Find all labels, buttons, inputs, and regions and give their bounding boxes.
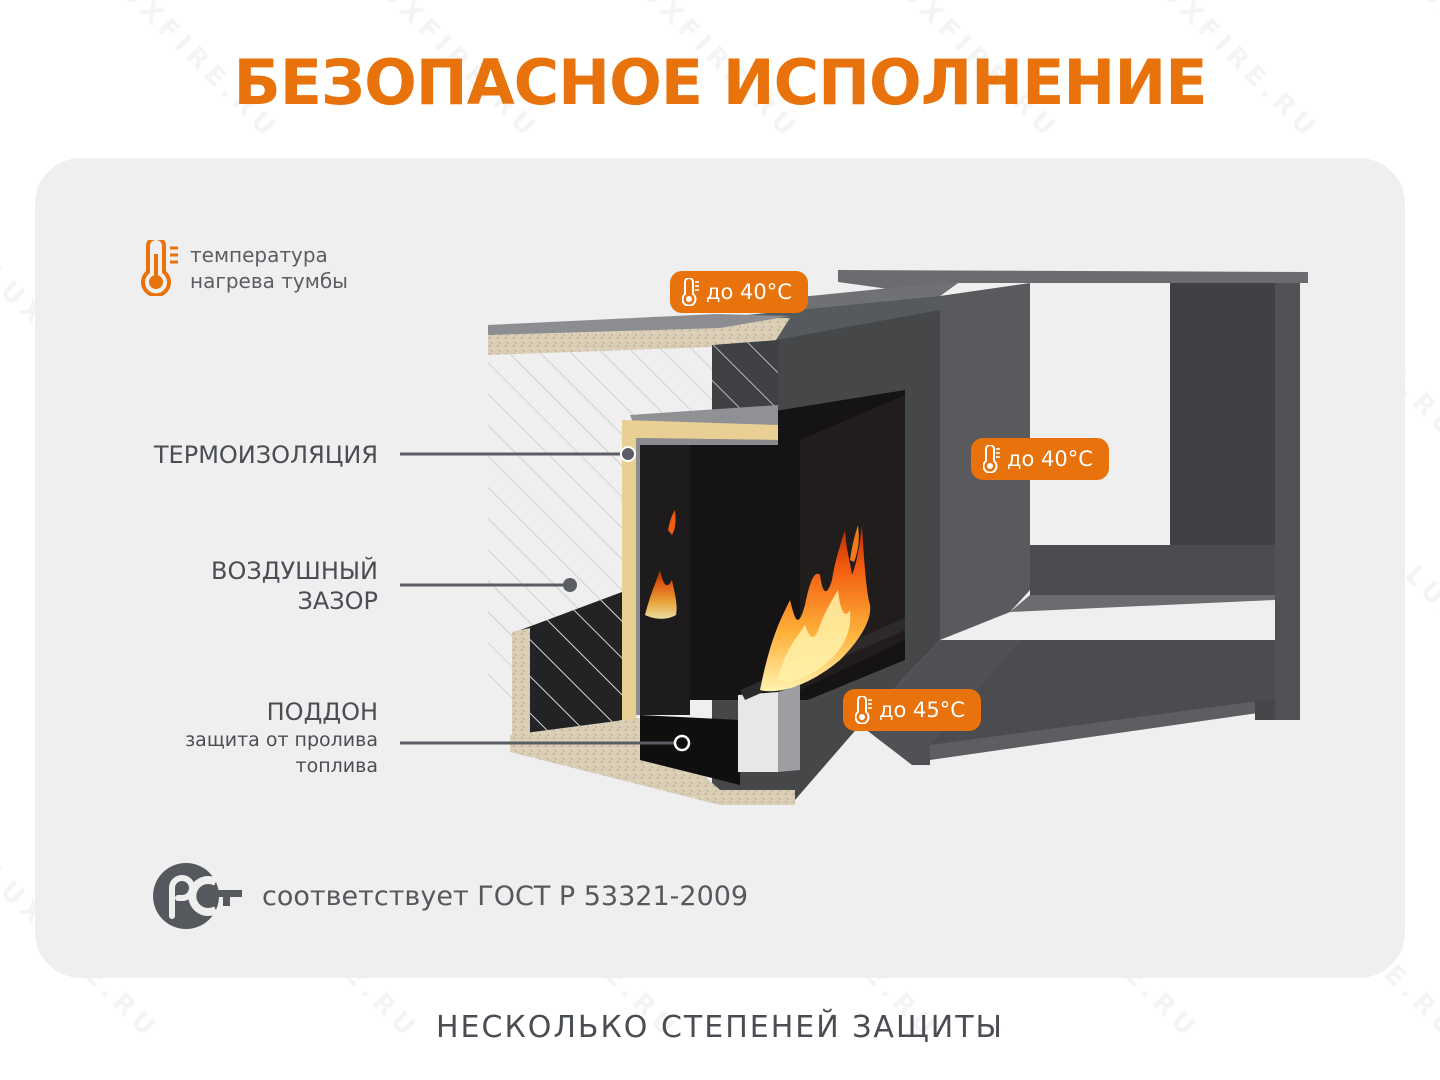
rst-certification-logo — [153, 863, 242, 929]
page-title: БЕЗОПАСНОЕ ИСПОЛНЕНИЕ — [233, 46, 1207, 119]
air-gap-label: ВОЗДУШНЫЙ ЗАЗОР — [211, 556, 378, 616]
tray-label-title: ПОДДОН — [266, 698, 378, 726]
legend-line-1: температура — [190, 243, 328, 267]
temperature-badge-side: до 40°C — [971, 438, 1109, 480]
legend-line-2: нагрева тумбы — [190, 269, 348, 293]
gost-certification: соответствует ГОСТ Р 53321-2009 — [152, 862, 748, 930]
temperature-legend: температура нагрева тумбы — [140, 240, 348, 296]
badge-text: до 40°C — [1007, 447, 1093, 471]
thermometer-icon — [983, 445, 1000, 473]
thermometer-icon — [141, 240, 178, 296]
temperature-badge-top: до 40°C — [670, 271, 808, 313]
air-gap-label-line-2: ЗАЗОР — [297, 587, 378, 615]
air-gap-label-line-1: ВОЗДУШНЫЙ — [211, 557, 378, 585]
tray-label-desc-2: топлива — [295, 755, 378, 777]
thermometer-icon — [855, 696, 872, 724]
thermometer-icon — [682, 278, 699, 306]
temperature-badge-bottom: до 45°C — [843, 689, 981, 731]
badge-text: до 45°C — [879, 698, 965, 722]
footer-caption: НЕСКОЛЬКО СТЕПЕНЕЙ ЗАЩИТЫ — [436, 1010, 1004, 1045]
badge-text: до 40°C — [706, 280, 792, 304]
insulation-label: ТЕРМОИЗОЛЯЦИЯ — [154, 440, 378, 470]
gost-text: соответствует ГОСТ Р 53321-2009 — [262, 880, 749, 912]
legend-text: температура нагрева тумбы — [190, 242, 348, 294]
tray-label: ПОДДОН защита от пролива топлива — [185, 697, 378, 779]
insulation-label-text: ТЕРМОИЗОЛЯЦИЯ — [153, 441, 378, 469]
tray-label-desc-1: защита от пролива — [185, 729, 378, 751]
